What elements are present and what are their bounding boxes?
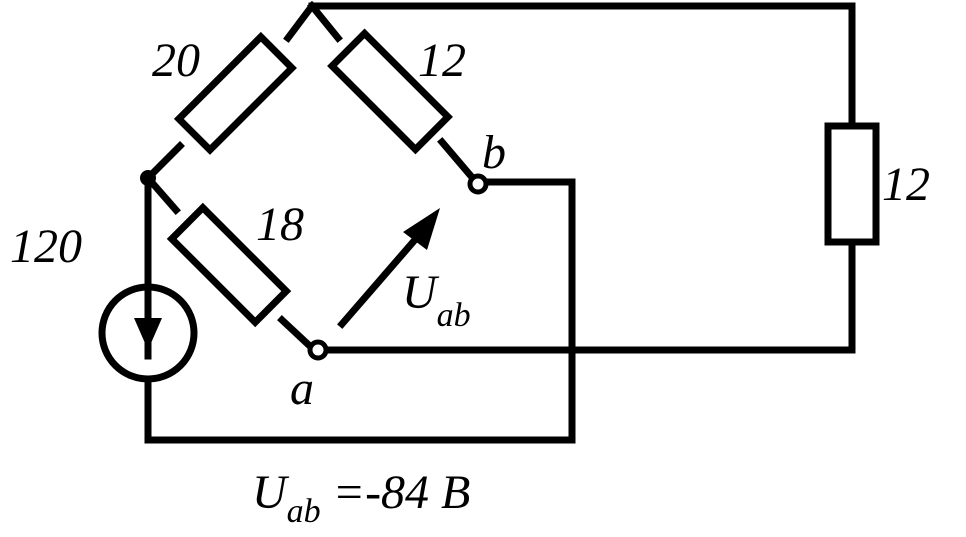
- voltage-arrow-head: [403, 208, 440, 250]
- wires: [143, 1, 856, 444]
- label-node-a: a: [290, 362, 314, 415]
- wire-top-right-loop: [308, 2, 856, 130]
- wire-top-to-r12: [307, 1, 343, 43]
- wire-b-down-bottom: [144, 178, 576, 444]
- terminal-b: [467, 173, 489, 195]
- voltage-arrow-line: [337, 229, 425, 329]
- junction-node-left: [140, 170, 156, 186]
- result-equation: Uab =-84 B: [252, 466, 470, 530]
- wire-r18-to-a: [277, 315, 317, 353]
- resistor-12-top: [327, 28, 453, 155]
- resistor-20: [173, 31, 297, 155]
- resistor-18: [166, 202, 292, 328]
- label-r12-top: 12: [418, 34, 466, 87]
- wire-r20-to-top: [283, 1, 317, 43]
- label-node-b: b: [482, 126, 506, 179]
- result-main: U: [252, 466, 290, 519]
- result-value: =-84 B: [321, 466, 471, 519]
- label-r20: 20: [152, 34, 200, 87]
- result-sub: ab: [287, 493, 321, 530]
- label-voltage-main: U: [402, 266, 440, 319]
- label-voltage-sub: ab: [437, 297, 471, 334]
- label-source: 120: [10, 220, 82, 273]
- terminal-a: [307, 339, 329, 361]
- wire-right-bottom-to-a: [320, 238, 856, 354]
- label-r12-right: 12: [882, 158, 930, 211]
- resistor-12-right: [824, 122, 880, 246]
- label-voltage: Uab: [402, 266, 471, 334]
- current-source-arrow-head: [134, 318, 162, 350]
- label-r18: 18: [256, 198, 304, 251]
- wire-r12-to-b: [437, 137, 481, 187]
